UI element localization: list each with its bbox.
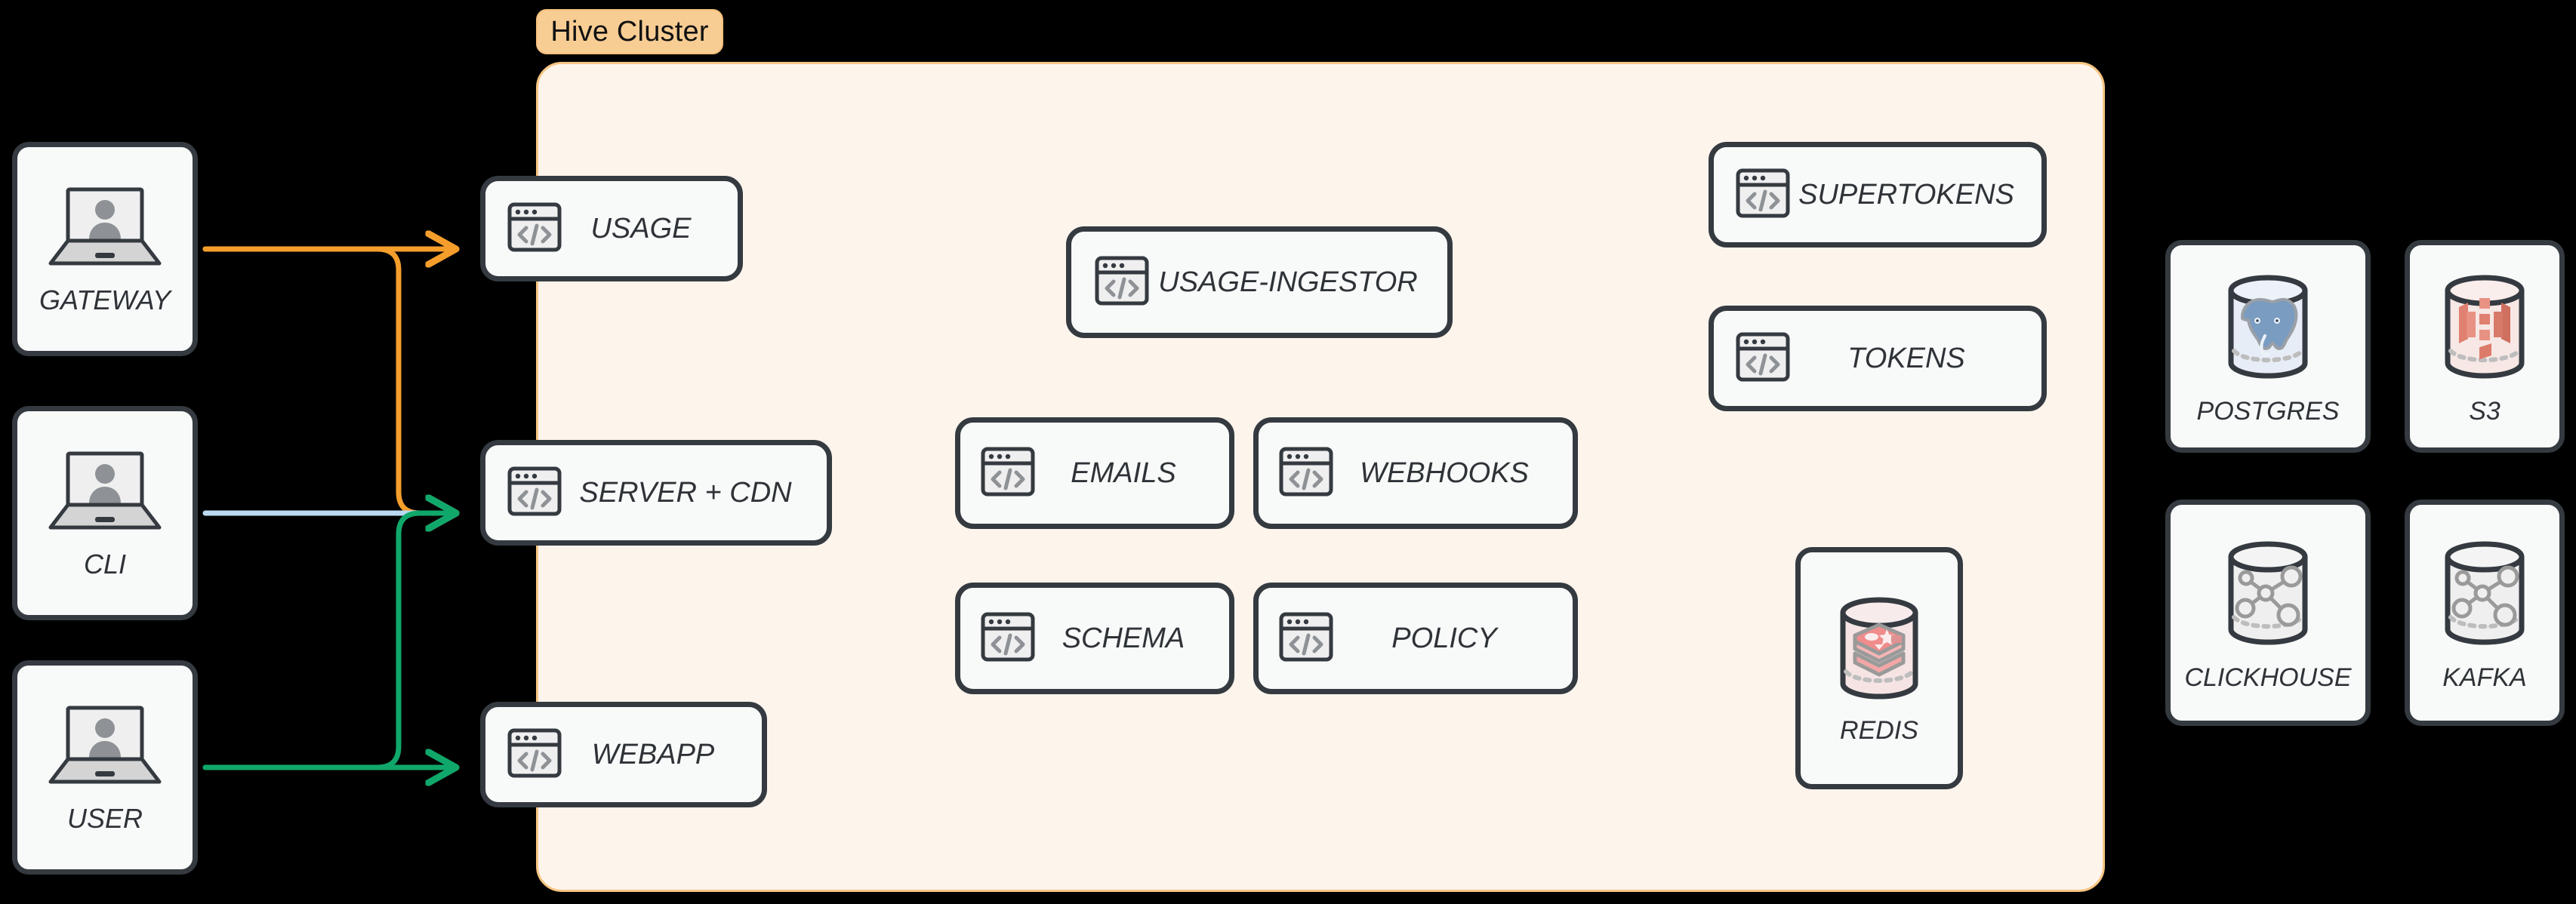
datastore-label-redis: REDIS	[1840, 716, 1918, 745]
service-card-usage-ingestor[interactable]: USAGE-INGESTOR	[1066, 226, 1453, 338]
hive-cluster-badge-label: Hive Cluster	[550, 15, 709, 48]
laptop-user-icon	[48, 703, 162, 792]
code-window-icon	[507, 201, 562, 257]
code-window-icon	[1278, 446, 1334, 501]
client-label-user: USER	[66, 802, 143, 834]
datastore-card-redis[interactable]: REDIS	[1795, 547, 1963, 789]
code-window-icon	[507, 727, 562, 783]
datastore-label-s3: S3	[2469, 396, 2501, 426]
hive-cluster-badge: Hive Cluster	[536, 9, 723, 54]
datastore-card-postgres[interactable]: POSTGRES	[2165, 240, 2371, 453]
code-window-icon	[1735, 331, 1791, 386]
service-label-server-cdn: SERVER + CDN	[579, 477, 792, 509]
service-label-usage: USAGE	[590, 213, 692, 244]
service-label-usage-ingestor: USAGE-INGESTOR	[1158, 266, 1418, 298]
datastore-label-clickhouse: CLICKHOUSE	[2184, 663, 2352, 692]
edge-gateway-to-server-cdn	[202, 246, 453, 513]
datastore-label-kafka: KAFKA	[2442, 663, 2527, 692]
service-card-policy[interactable]: POLICY	[1253, 583, 1578, 694]
service-label-tokens: TOKENS	[1847, 343, 1965, 374]
client-card-user[interactable]: USER	[12, 660, 198, 875]
laptop-user-icon	[48, 185, 162, 273]
code-window-icon	[980, 446, 1036, 501]
service-label-policy: POLICY	[1391, 623, 1497, 654]
laptop-user-icon	[48, 449, 162, 537]
code-window-icon	[980, 611, 1036, 666]
service-card-webhooks[interactable]: WEBHOOKS	[1253, 417, 1578, 529]
code-window-icon	[1278, 611, 1334, 666]
service-card-emails[interactable]: EMAILS	[955, 417, 1234, 529]
clickhouse-cylinder-icon	[2214, 536, 2322, 654]
service-card-server-cdn[interactable]: SERVER + CDN	[480, 440, 832, 546]
service-card-webapp[interactable]: WEBAPP	[480, 702, 767, 807]
code-window-icon	[1094, 255, 1150, 310]
kafka-cylinder-icon	[2431, 536, 2538, 654]
datastore-label-postgres: POSTGRES	[2196, 396, 2340, 426]
service-label-emails: EMAILS	[1071, 457, 1176, 489]
datastore-card-s3[interactable]: S3	[2405, 240, 2565, 453]
service-label-webhooks: WEBHOOKS	[1360, 457, 1529, 489]
code-window-icon	[507, 466, 562, 521]
client-label-gateway: GATEWAY	[39, 284, 171, 315]
service-label-schema: SCHEMA	[1062, 623, 1185, 654]
service-label-supertokens: SUPERTOKENS	[1798, 179, 2014, 211]
redis-cylinder-icon	[1828, 593, 1930, 707]
client-card-cli[interactable]: CLI	[12, 406, 198, 620]
client-card-gateway[interactable]: GATEWAY	[12, 142, 198, 356]
edge-user-to-server-cdn	[202, 513, 453, 770]
service-card-schema[interactable]: SCHEMA	[955, 583, 1234, 694]
service-card-tokens[interactable]: TOKENS	[1709, 306, 2047, 411]
code-window-icon	[1735, 168, 1791, 223]
datastore-card-kafka[interactable]: KAFKA	[2405, 500, 2565, 726]
postgres-cylinder-icon	[2214, 269, 2322, 388]
datastore-card-clickhouse[interactable]: CLICKHOUSE	[2165, 500, 2371, 726]
service-label-webapp: WEBAPP	[591, 739, 715, 770]
client-label-cli: CLI	[83, 548, 127, 580]
s3-cylinder-icon	[2431, 269, 2538, 388]
service-card-supertokens[interactable]: SUPERTOKENS	[1709, 142, 2047, 248]
service-card-usage[interactable]: USAGE	[480, 176, 743, 281]
